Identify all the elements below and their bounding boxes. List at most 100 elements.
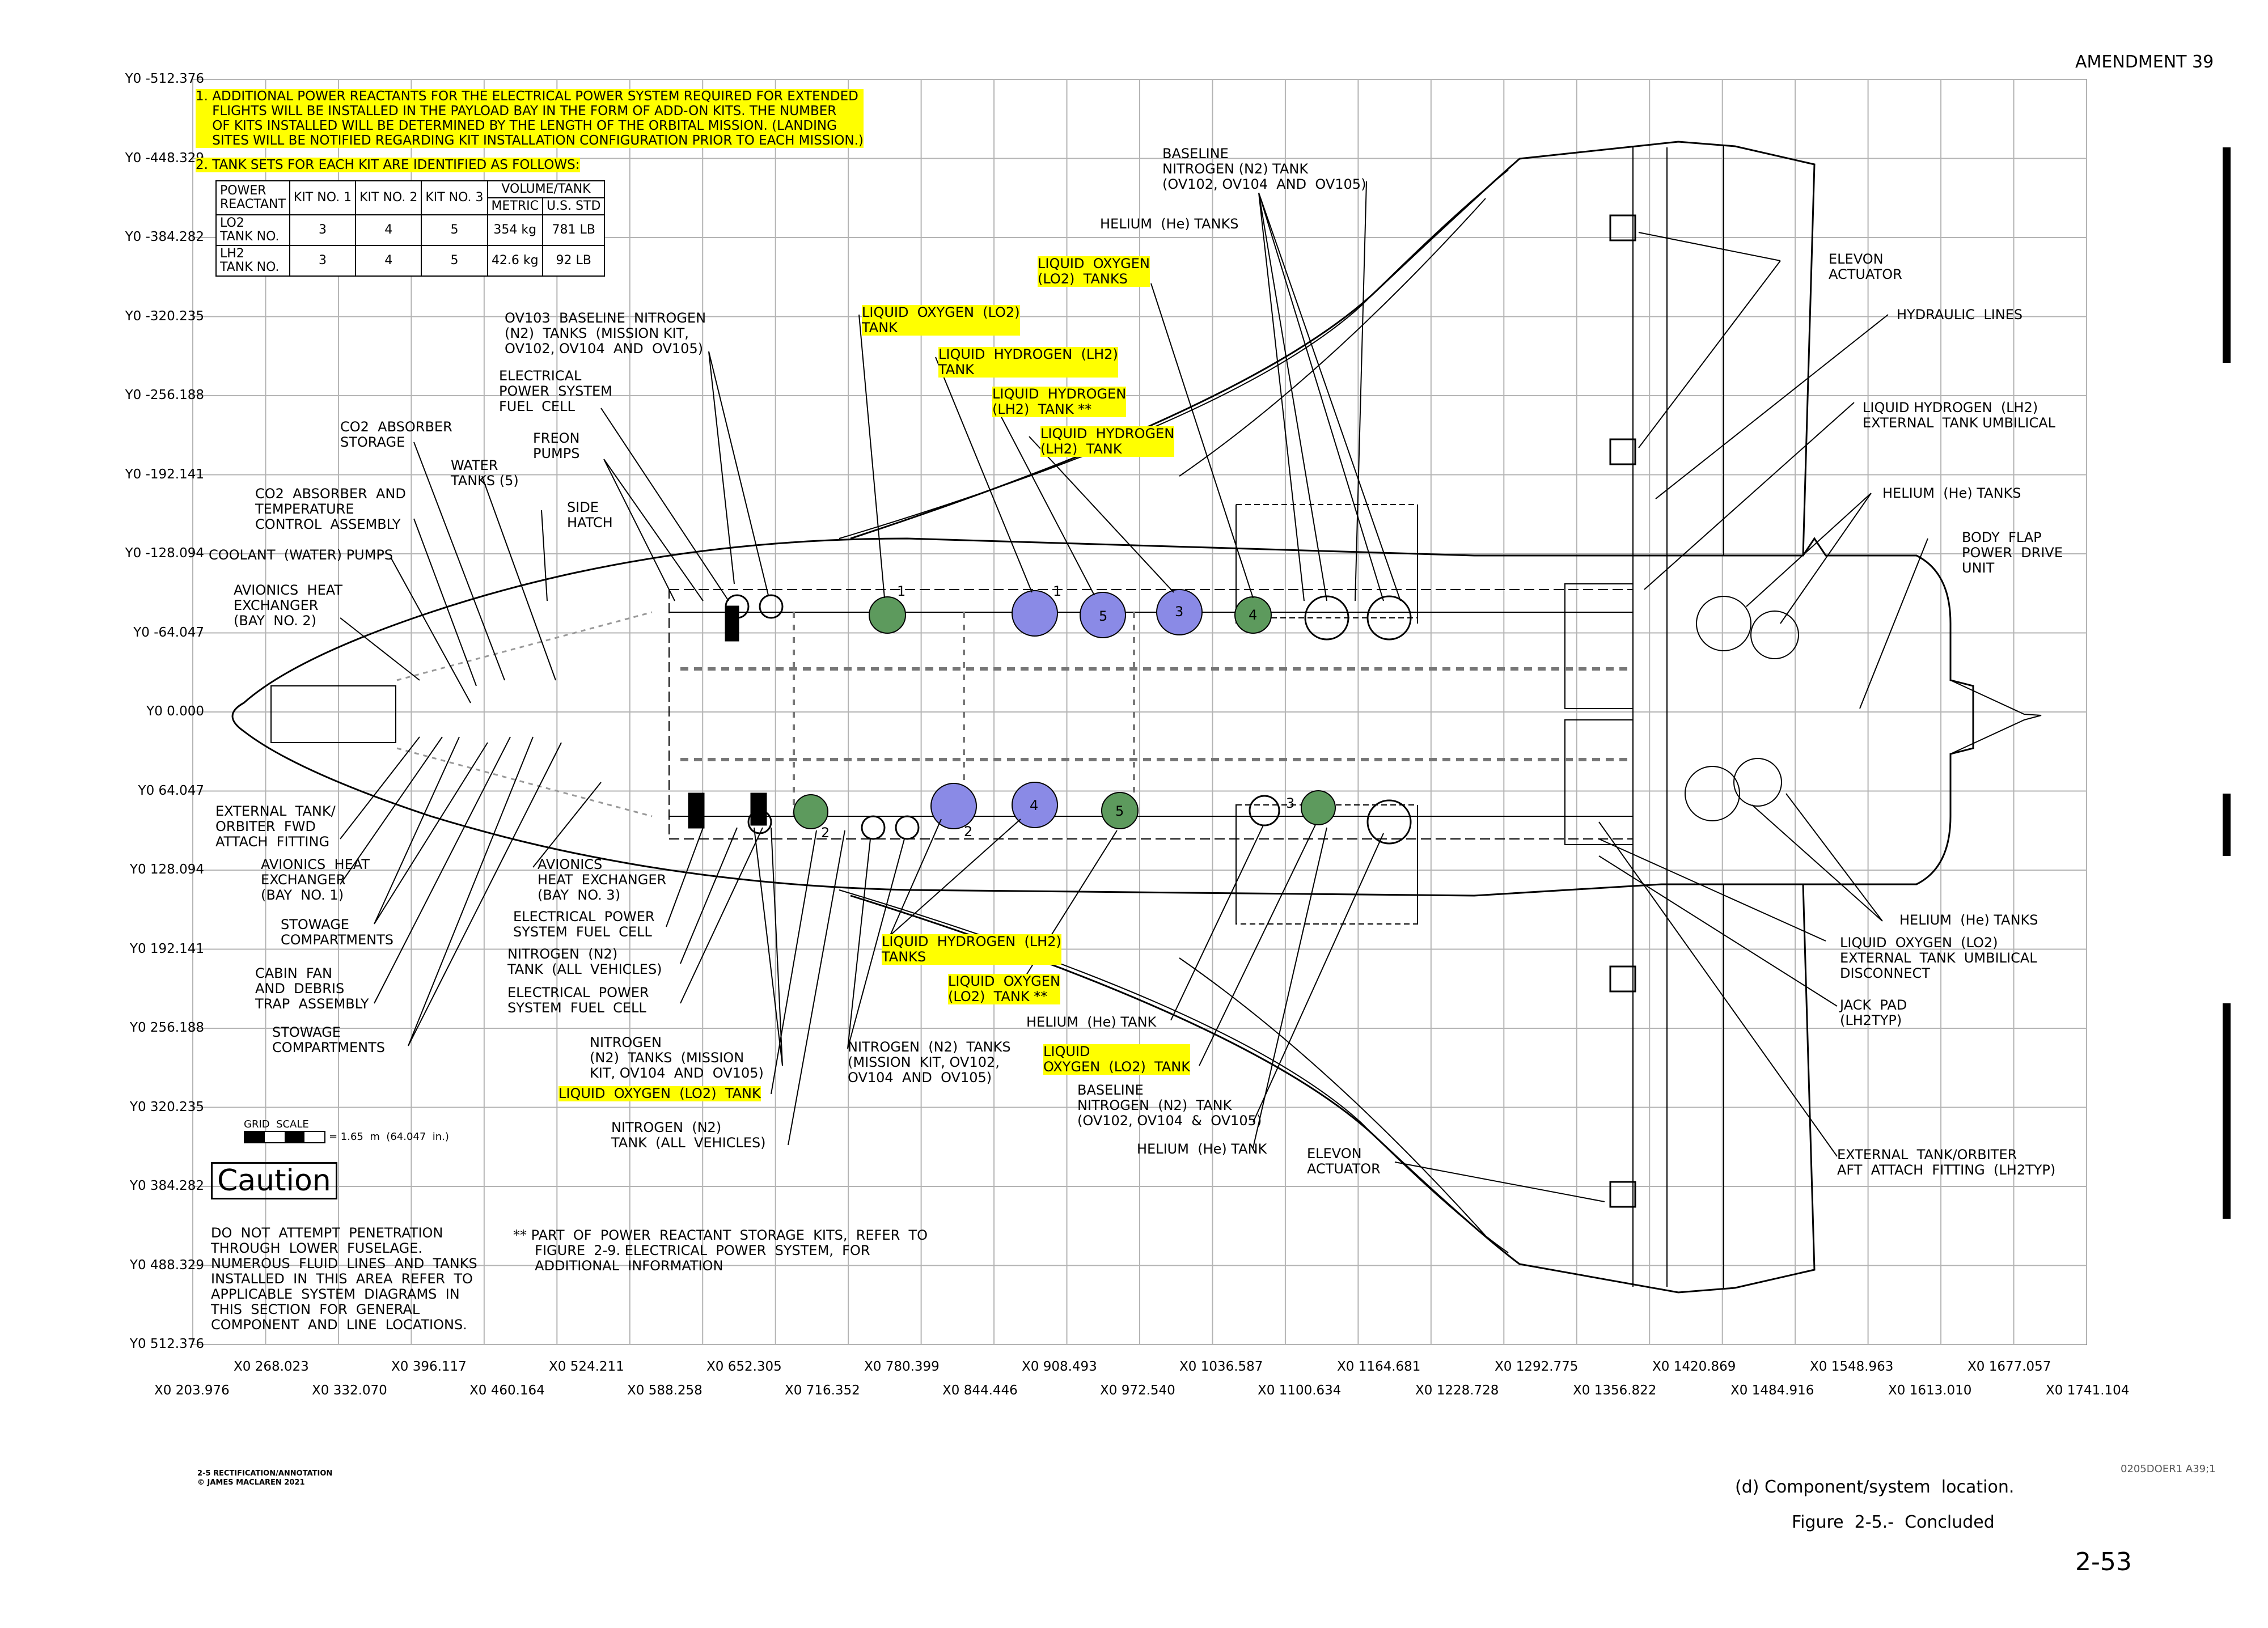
- x-axis-label-bottom: X0 1741.104: [2046, 1383, 2130, 1398]
- elevon-actuator-3: [1609, 965, 1636, 993]
- x-axis-label-top: X0 1420.869: [1652, 1359, 1736, 1374]
- x-axis-label-bottom: X0 332.070: [312, 1383, 387, 1398]
- label-lo2-ext-umbilical: LIQUID OXYGEN (LO2) EXTERNAL TANK UMBILI…: [1840, 935, 2037, 981]
- x-axis-label-top: X0 1548.963: [1810, 1359, 1894, 1374]
- footnote: ** PART OF POWER REACTANT STORAGE KITS, …: [513, 1227, 928, 1274]
- label-co2-temp: CO2 ABSORBER AND TEMPERATURE CONTROL ASS…: [255, 486, 406, 532]
- label-lh2-tank-2: LIQUID HYDROGEN (LH2) TANK **: [992, 386, 1127, 417]
- n2-tank-top-b: [759, 594, 784, 619]
- label-helium-tanks-lower: HELIUM (He) TANKS: [1899, 912, 2038, 928]
- kit-table-cell: 781 LB: [542, 214, 606, 246]
- x-axis-label-top: X0 780.399: [864, 1359, 940, 1374]
- label-avionics-bay1: AVIONICS HEAT EXCHANGER (BAY NO. 1): [261, 857, 370, 903]
- label-lh2-tanks-bottom: LIQUID HYDROGEN (LH2) TANKS: [882, 934, 1061, 965]
- kit-table-cell: 42.6 kg: [486, 245, 544, 277]
- kit-table-cell: 5: [421, 214, 488, 246]
- fuselage-outline: [231, 537, 1662, 897]
- label-lo2-tank-bottom-3: LIQUID OXYGEN (LO2) TANK: [1043, 1044, 1190, 1075]
- kit-table-cell: 5: [421, 245, 488, 277]
- x-axis-label-bottom: X0 716.352: [785, 1383, 860, 1398]
- grid-scale-value: = 1.65 m (64.047 in.): [329, 1131, 449, 1143]
- label-elevon-actuator-bottom: ELEVON ACTUATOR: [1307, 1146, 1381, 1177]
- x-axis-label-bottom: X0 203.976: [154, 1383, 230, 1398]
- x-axis-label-bottom: X0 588.258: [627, 1383, 703, 1398]
- x-axis-label-top: X0 1036.587: [1179, 1359, 1263, 1374]
- elevon-actuator-4: [1609, 1181, 1636, 1208]
- he-tank-top-a: [1304, 595, 1349, 641]
- x-axis-label-top: X0 1164.681: [1337, 1359, 1421, 1374]
- change-bar-1: [2223, 147, 2231, 363]
- kit-table-header-kit3: KIT NO. 3: [421, 180, 488, 215]
- he-tank-bot-b: [1366, 799, 1412, 845]
- label-body-flap: BODY FLAP POWER DRIVE UNIT: [1962, 529, 2063, 576]
- fuel-cell-top: [725, 605, 739, 642]
- x-axis-label-bottom: X0 1613.010: [1888, 1383, 1972, 1398]
- x-axis-label-top: X0 524.211: [549, 1359, 624, 1374]
- label-freon-pumps: FREON PUMPS: [533, 430, 580, 461]
- y-axis-label: Y0 320.235: [129, 1099, 204, 1114]
- y-axis-label: Y0 -128.094: [125, 546, 204, 561]
- x-axis-label-top: X0 396.117: [391, 1359, 467, 1374]
- amendment-label: AMENDMENT 39: [2075, 52, 2214, 72]
- aft-helium-tank-1: [1696, 596, 1751, 651]
- kit-table: POWER REACTANT KIT NO. 1 KIT NO. 2 KIT N…: [215, 180, 606, 277]
- tank-number: 5: [1099, 608, 1108, 624]
- label-lh2-tank-1: LIQUID HYDROGEN (LH2) TANK: [938, 346, 1118, 378]
- kit-table-cell: 3: [289, 214, 357, 246]
- y-axis-label: Y0 -192.141: [125, 467, 204, 482]
- label-n2-all: NITROGEN (N2) TANK (ALL VEHICLES): [507, 946, 662, 977]
- label-lo2-tank-bottom-2: LIQUID OXYGEN (LO2) TANK **: [948, 973, 1060, 1004]
- y-axis-label: Y0 -320.235: [125, 308, 204, 324]
- y-axis-label: Y0 488.329: [129, 1257, 204, 1273]
- lh2-tank-2: [930, 783, 977, 829]
- label-lo2-tanks: LIQUID OXYGEN (LO2) TANKS: [1038, 256, 1150, 287]
- label-water-tanks: WATER TANKS (5): [451, 457, 519, 489]
- x-axis-label-top: X0 1677.057: [1967, 1359, 2051, 1374]
- label-baseline-n2-bottom: BASELINE NITROGEN (N2) TANK (OV102, OV10…: [1077, 1082, 1262, 1129]
- label-ext-tank-aft: EXTERNAL TANK/ORBITER AFT ATTACH FITTING…: [1837, 1147, 2056, 1178]
- label-coolant-pumps: COOLANT (WATER) PUMPS: [209, 547, 393, 563]
- elevon-actuator-1: [1609, 214, 1636, 241]
- y-axis-label: Y0 0.000: [146, 704, 204, 719]
- kit-table-cell: LH2 TANK NO.: [215, 245, 290, 277]
- tank-number: 2: [821, 825, 830, 841]
- kit-table-header-reactant: POWER REACTANT: [215, 180, 290, 215]
- label-helium-tank: HELIUM (He) TANK: [1026, 1014, 1157, 1030]
- label-side-hatch: SIDE HATCH: [567, 499, 613, 531]
- x-axis-label-top: X0 908.493: [1022, 1359, 1097, 1374]
- lh2-tank-3: [1156, 589, 1203, 635]
- grid-scale-title: GRID SCALE: [244, 1118, 309, 1130]
- label-avionics-bay3: AVIONICS HEAT EXCHANGER (BAY NO. 3): [538, 857, 667, 903]
- label-avionics-bay2: AVIONICS HEAT EXCHANGER (BAY NO. 2): [234, 582, 342, 629]
- kit-table-header-volume: VOLUME/TANK: [486, 180, 606, 198]
- figure-caption: (d) Component/system location.: [1735, 1477, 2015, 1497]
- change-bar-2: [2223, 794, 2231, 856]
- grid-scale-bar: [244, 1131, 325, 1143]
- lh2-tank-4: [1012, 782, 1058, 828]
- page-number: 2-53: [2075, 1548, 2132, 1576]
- n2-tank-bot-c: [895, 815, 920, 840]
- credit: 2-5 RECTIFICATION/ANNOTATION © JAMES MAC…: [197, 1469, 333, 1487]
- tank-number: 1: [897, 583, 906, 599]
- lh2-tank-5: [1080, 592, 1126, 638]
- label-eps-fuel-cell: ELECTRICAL POWER SYSTEM FUEL CELL: [499, 368, 612, 414]
- kit-table-header-metric: METRIC: [486, 197, 544, 215]
- elevon-actuator-2: [1609, 438, 1636, 465]
- tank-number: 2: [964, 824, 973, 840]
- lo2-tank-3: [1301, 790, 1336, 825]
- x-axis-label-bottom: X0 1100.634: [1258, 1383, 1342, 1398]
- label-hydraulic-lines: HYDRAULIC LINES: [1897, 307, 2023, 323]
- label-n2-mission-2: NITROGEN (N2) TANKS (MISSION KIT, OV102,…: [848, 1039, 1011, 1086]
- label-ov103-n2: OV103 BASELINE NITROGEN (N2) TANKS (MISS…: [505, 310, 706, 357]
- tank-number: 5: [1115, 803, 1124, 819]
- aft-body-outline: [1661, 537, 1974, 885]
- y-axis-label: Y0 -256.188: [125, 388, 204, 402]
- y-axis-label: Y0 -384.282: [125, 230, 204, 244]
- fuel-cell-bot-b: [750, 792, 767, 826]
- kit-table-cell: LO2 TANK NO.: [215, 214, 290, 246]
- kit-table-cell: 3: [289, 245, 357, 277]
- label-eps-fuel-cell-2: ELECTRICAL POWER SYSTEM FUEL CELL: [513, 909, 655, 940]
- note-1: 1. ADDITIONAL POWER REACTANTS FOR THE EL…: [196, 89, 864, 148]
- he-tank-top-b: [1366, 595, 1412, 641]
- n2-tank-bot-b: [861, 815, 886, 840]
